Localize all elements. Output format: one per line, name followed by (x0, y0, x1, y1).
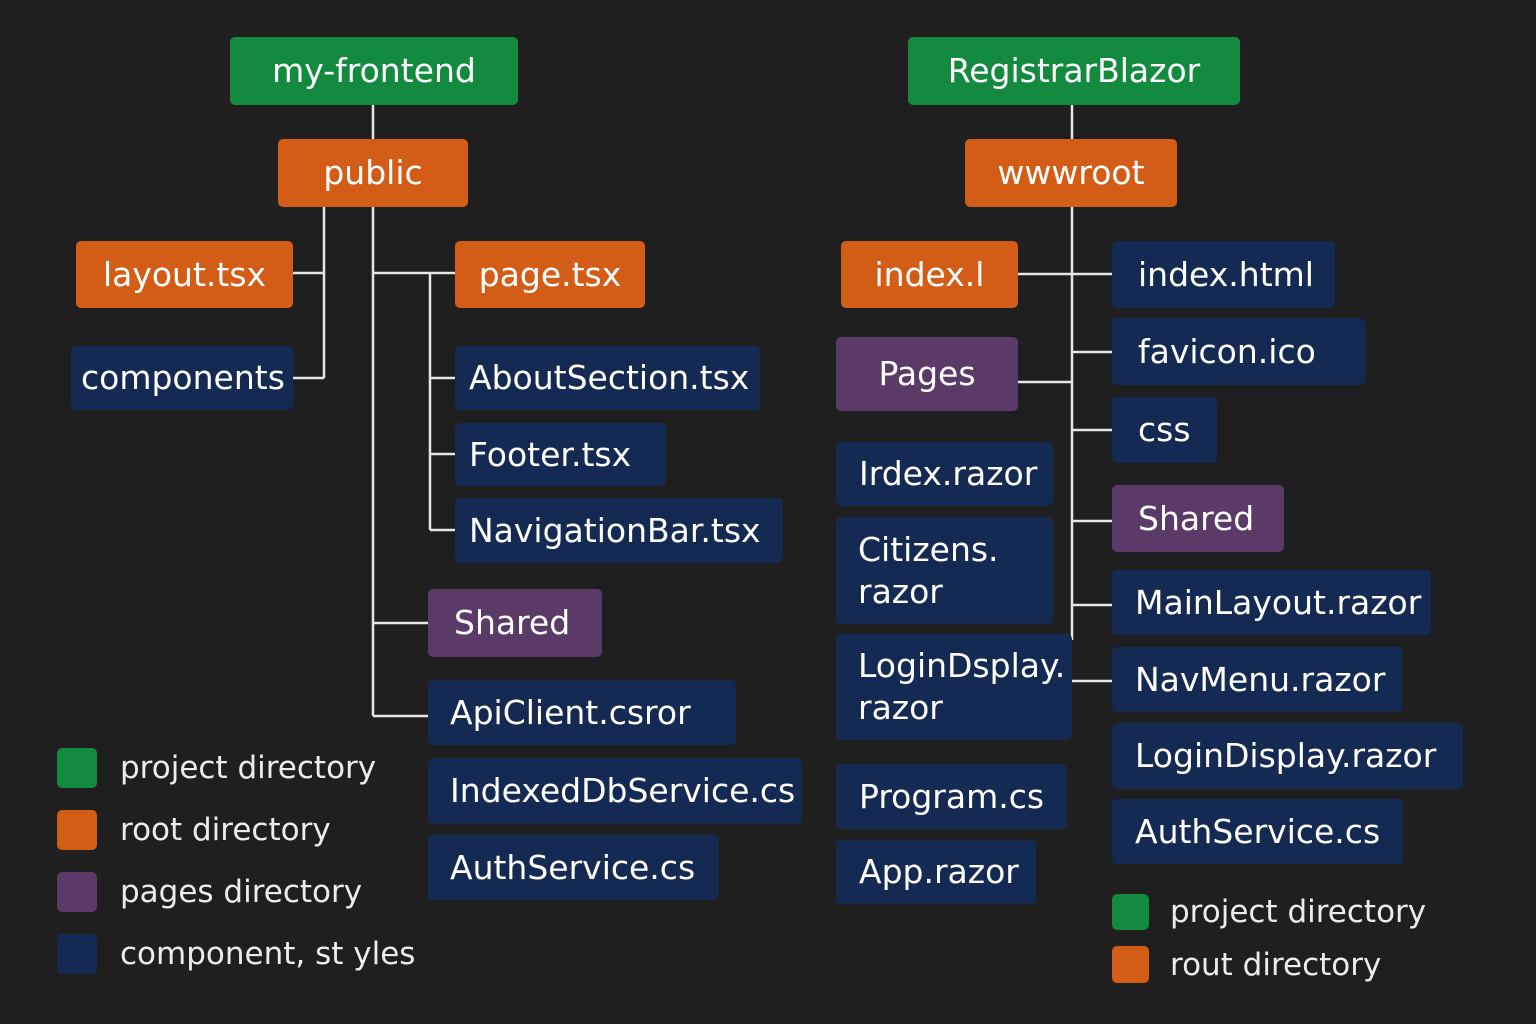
node-irdex-razor[interactable]: Irdex.razor (836, 442, 1053, 506)
legend-item-project: project directory (1112, 894, 1426, 930)
legend-swatch-pages (57, 872, 97, 912)
legend-label: component, st yles (120, 936, 416, 972)
legend-label: project directory (120, 750, 377, 786)
legend-swatch-root (1112, 946, 1149, 983)
node-authservice-right[interactable]: AuthService.cs (1112, 799, 1403, 864)
node-my-frontend[interactable]: my-frontend (230, 37, 518, 105)
node-layout-tsx[interactable]: layout.tsx (76, 241, 293, 308)
node-components[interactable]: components (71, 346, 293, 410)
node-navigationbar-tsx[interactable]: NavigationBar.tsx (455, 498, 783, 563)
legend-item-pages: pages directory (57, 872, 362, 912)
node-authservice-left[interactable]: AuthService.cs (428, 835, 719, 900)
legend-label: project directory (1170, 894, 1427, 930)
legend-item-project: project directory (57, 748, 376, 788)
node-wwwroot[interactable]: wwwroot (965, 139, 1177, 207)
legend-swatch-component (57, 934, 97, 974)
node-favicon-ico[interactable]: favicon.ico (1112, 318, 1365, 385)
node-logindisplay-razor[interactable]: LoginDisplay.razor (1112, 723, 1463, 789)
node-logindsplay-razor[interactable]: LoginDsplay. razor (836, 634, 1072, 740)
node-citizens-razor[interactable]: Citizens. razor (836, 517, 1053, 624)
node-css[interactable]: css (1112, 397, 1217, 463)
node-index-l[interactable]: index.l (841, 241, 1018, 308)
node-registrarblazor[interactable]: RegistrarBlazor (908, 37, 1240, 105)
legend-item-root: rout directory (1112, 946, 1381, 983)
node-index-html[interactable]: index.html (1112, 241, 1335, 308)
node-app-razor[interactable]: App.razor (836, 840, 1036, 904)
legend-label: root directory (120, 812, 331, 848)
node-apiclient[interactable]: ApiClient.csror (428, 680, 736, 745)
node-shared-left[interactable]: Shared (428, 589, 602, 657)
node-shared-right[interactable]: Shared (1112, 485, 1284, 552)
node-indexeddbservice[interactable]: IndexedDbService.cs (428, 758, 802, 824)
node-navmenu-razor[interactable]: NavMenu.razor (1112, 647, 1402, 712)
node-program-cs[interactable]: Program.cs (836, 764, 1067, 829)
legend-label: rout directory (1170, 946, 1382, 983)
node-pages[interactable]: Pages (836, 337, 1018, 411)
legend-item-component: component, st yles (57, 934, 415, 974)
node-public[interactable]: public (278, 139, 468, 207)
legend-swatch-project (1112, 894, 1149, 930)
legend-item-root: root directory (57, 810, 331, 850)
node-mainlayout-razor[interactable]: MainLayout.razor (1112, 570, 1431, 635)
legend-label: pages directory (120, 874, 363, 910)
legend-swatch-project (57, 748, 97, 788)
node-aboutsection-tsx[interactable]: AboutSection.tsx (455, 346, 760, 410)
legend-swatch-root (57, 810, 97, 850)
node-footer-tsx[interactable]: Footer.tsx (455, 423, 666, 486)
node-page-tsx[interactable]: page.tsx (455, 241, 645, 308)
